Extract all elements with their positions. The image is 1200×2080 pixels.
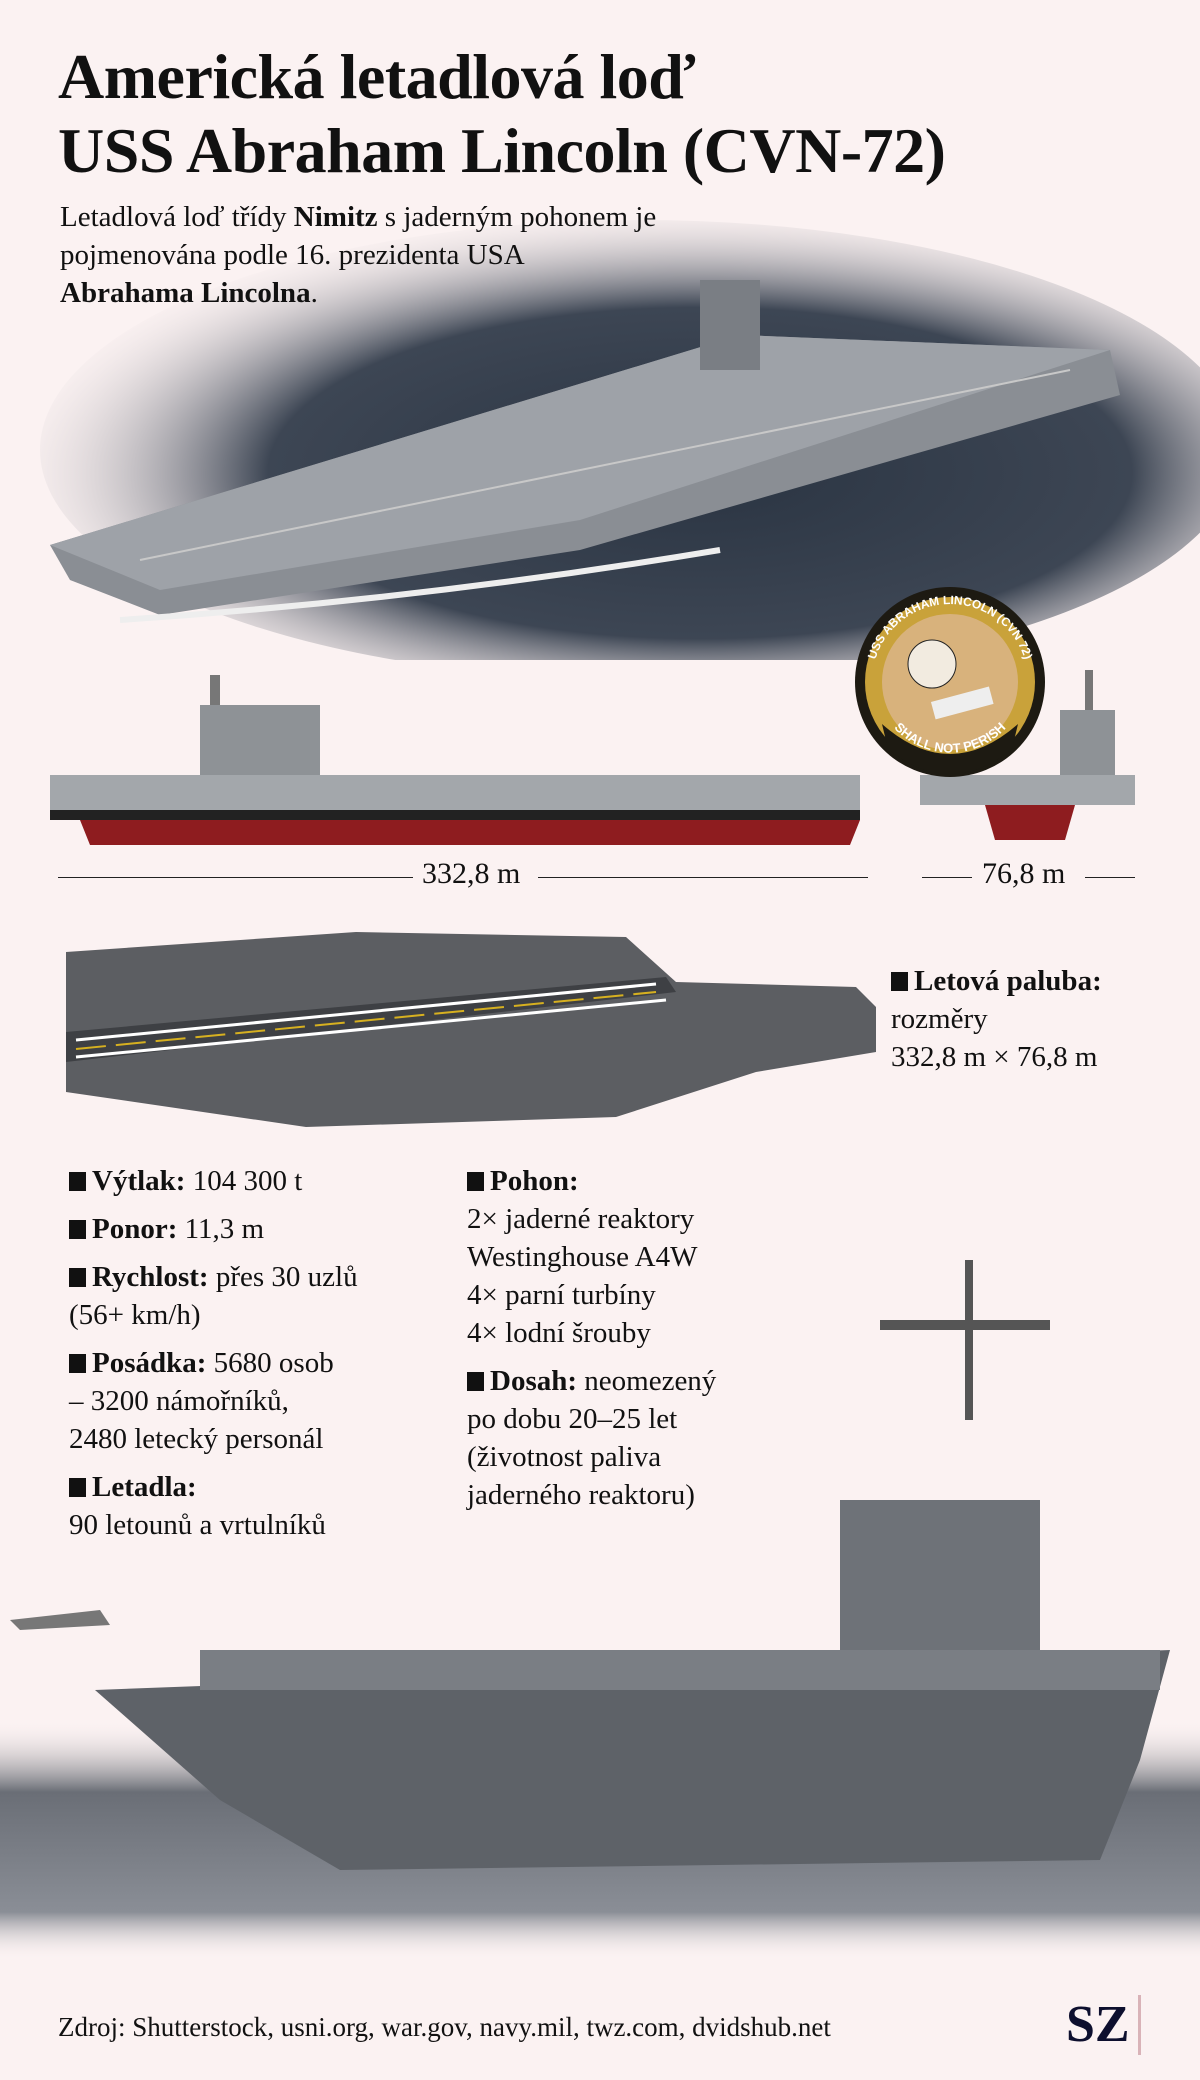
flight-deck-label: Letová paluba: — [914, 965, 1102, 997]
carrier-side-view — [50, 675, 860, 845]
page-title: Americká letadlová loď USS Abraham Linco… — [58, 40, 946, 188]
title-line-2: USS Abraham Lincoln (CVN-72) — [58, 115, 946, 186]
title-line-1: Americká letadlová loď — [58, 41, 695, 112]
stat-range: Dosah: neomezený po dobu 20–25 let (život… — [467, 1362, 716, 1514]
carrier-front-view — [920, 670, 1135, 840]
intro-text: Letadlová loď třídy Nimitz s jaderným po… — [60, 198, 660, 312]
bullet-square-icon — [467, 1172, 484, 1191]
stat-extra: – 3200 námořníků, — [69, 1385, 289, 1417]
length-label: 332,8 m — [422, 857, 521, 890]
stats-left: Výtlak: 104 300 t Ponor: 11,3 m Rychlost… — [69, 1162, 358, 1544]
length-dimension-line — [538, 877, 868, 878]
stat-crew: Posádka: 5680 osob – 3200 námořníků, 2480 … — [69, 1344, 358, 1458]
intro-part: . — [310, 277, 318, 309]
source-footer: Zdroj: Shutterstock, usni.org, war.gov, … — [58, 2012, 831, 2042]
stat-label: Ponor: — [92, 1213, 178, 1245]
intro-bold: Abrahama Lincolna — [60, 277, 311, 309]
carrier-aerial-photo — [40, 220, 1200, 660]
bullet-square-icon — [69, 1354, 86, 1373]
bullet-square-icon — [69, 1268, 86, 1287]
stat-label: Dosah: — [490, 1365, 578, 1397]
ship-crest-badge: USS ABRAHAM LINCOLN (CVN 72) SHALL NOT P… — [855, 587, 1045, 777]
carrier-bow-photo — [0, 1260, 1200, 1960]
stat-extra: (56+ km/h) — [69, 1299, 201, 1331]
stat-label: Výtlak: — [92, 1165, 186, 1197]
stat-extra: (životnost paliva — [467, 1441, 662, 1473]
stat-draft: Ponor: 11,3 m — [69, 1210, 358, 1248]
bullet-square-icon — [891, 972, 908, 991]
bullet-square-icon — [467, 1372, 484, 1391]
length-dimension-line — [58, 877, 413, 878]
stat-value: 11,3 m — [184, 1213, 265, 1245]
bullet-square-icon — [69, 1172, 86, 1191]
bullet-square-icon — [69, 1478, 86, 1497]
stat-label: Rychlost: — [92, 1261, 209, 1293]
stat-displacement: Výtlak: 104 300 t — [69, 1162, 358, 1200]
beam-dimension-line — [922, 877, 972, 878]
flight-deck-text: rozměry — [891, 1003, 988, 1035]
stat-label: Pohon: — [490, 1165, 579, 1197]
stat-extra: 2× jaderné reaktory — [467, 1203, 695, 1235]
intro-part: s jaderným pohonem je pojmenována podle … — [60, 201, 657, 271]
flight-deck-info: Letová paluba: rozměry 332,8 m × 76,8 m — [891, 962, 1102, 1076]
intro-part: Letadlová loď třídy — [60, 201, 294, 233]
stat-extra: po dobu 20–25 let — [467, 1403, 678, 1435]
intro-bold: Nimitz — [293, 201, 378, 233]
stat-extra: 4× parní turbíny — [467, 1279, 656, 1311]
stat-speed: Rychlost: přes 30 uzlů (56+ km/h) — [69, 1258, 358, 1334]
beam-dimension-line — [1085, 877, 1135, 878]
stat-value: 5680 osob — [213, 1347, 334, 1379]
stat-label: Letadla: — [92, 1471, 197, 1503]
stat-extra: 90 letounů a vrtulníků — [69, 1509, 326, 1541]
flight-deck-plan — [66, 932, 876, 1127]
stat-value: 104 300 t — [192, 1165, 303, 1197]
stat-label: Posádka: — [92, 1347, 207, 1379]
bullet-square-icon — [69, 1220, 86, 1239]
flight-deck-dimensions: 332,8 m × 76,8 m — [891, 1041, 1098, 1073]
jet-icon — [10, 1610, 110, 1630]
stat-extra: 4× lodní šrouby — [467, 1317, 651, 1349]
stat-extra: Westinghouse A4W — [467, 1241, 698, 1273]
stat-extra: 2480 letecký personál — [69, 1423, 324, 1455]
stat-extra: jaderného reaktoru) — [467, 1479, 695, 1511]
stat-aircraft: Letadla: 90 letounů a vrtulníků — [69, 1468, 358, 1544]
stat-value: neomezený — [584, 1365, 717, 1397]
stat-value: přes 30 uzlů — [215, 1261, 358, 1293]
beam-label: 76,8 m — [982, 857, 1066, 890]
sz-logo: SZ — [1066, 1995, 1141, 2055]
